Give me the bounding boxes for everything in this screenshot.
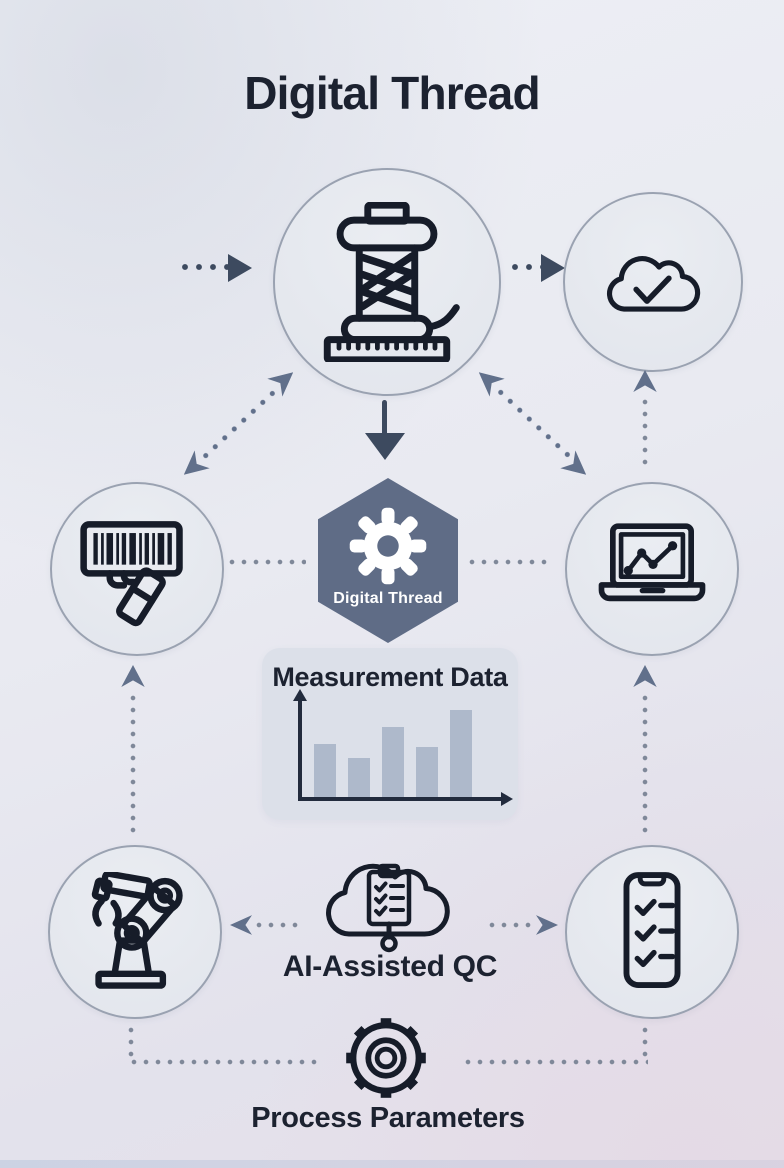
measurement-bars xyxy=(310,700,496,797)
chart-bar xyxy=(314,743,336,797)
robot-arm-icon xyxy=(91,872,183,989)
gear-icon xyxy=(349,507,427,585)
process-parameters-label: Process Parameters xyxy=(251,1102,525,1134)
node-robot-arm xyxy=(48,845,222,1019)
node-mobile-checklist xyxy=(565,845,739,1019)
node-thread-spool xyxy=(273,168,501,396)
measurement-panel: Measurement Data xyxy=(262,648,518,820)
thread-spool-ruler-icon xyxy=(323,202,460,362)
gear-outline-icon xyxy=(346,1018,426,1098)
chart-bar xyxy=(348,758,370,797)
chart-bar xyxy=(416,746,438,797)
cloud-clipboard-icon xyxy=(326,863,450,953)
bar-chart-icon xyxy=(293,689,513,806)
node-cloud-sync xyxy=(563,192,743,372)
phone-checklist-icon xyxy=(623,872,681,988)
node-analytics-laptop xyxy=(565,482,739,656)
bottom-edge-strip xyxy=(0,1160,784,1168)
laptop-chart-icon xyxy=(598,522,706,601)
chart-bar xyxy=(382,727,404,797)
chart-bar xyxy=(450,709,472,797)
link-barcode-hub xyxy=(226,559,306,565)
link-hub-laptop xyxy=(466,559,550,565)
barcode-scanner-icon xyxy=(80,521,183,627)
page-title: Digital Thread xyxy=(244,67,540,119)
ai-qc-label: AI-Assisted QC xyxy=(282,950,498,983)
cloud-check-icon xyxy=(607,256,701,312)
node-barcode-scanner xyxy=(50,482,224,656)
hub-label: Digital Thread xyxy=(333,590,443,607)
measurement-title: Measurement Data xyxy=(272,662,508,692)
hub-hexagon: Digital Thread xyxy=(318,478,458,643)
